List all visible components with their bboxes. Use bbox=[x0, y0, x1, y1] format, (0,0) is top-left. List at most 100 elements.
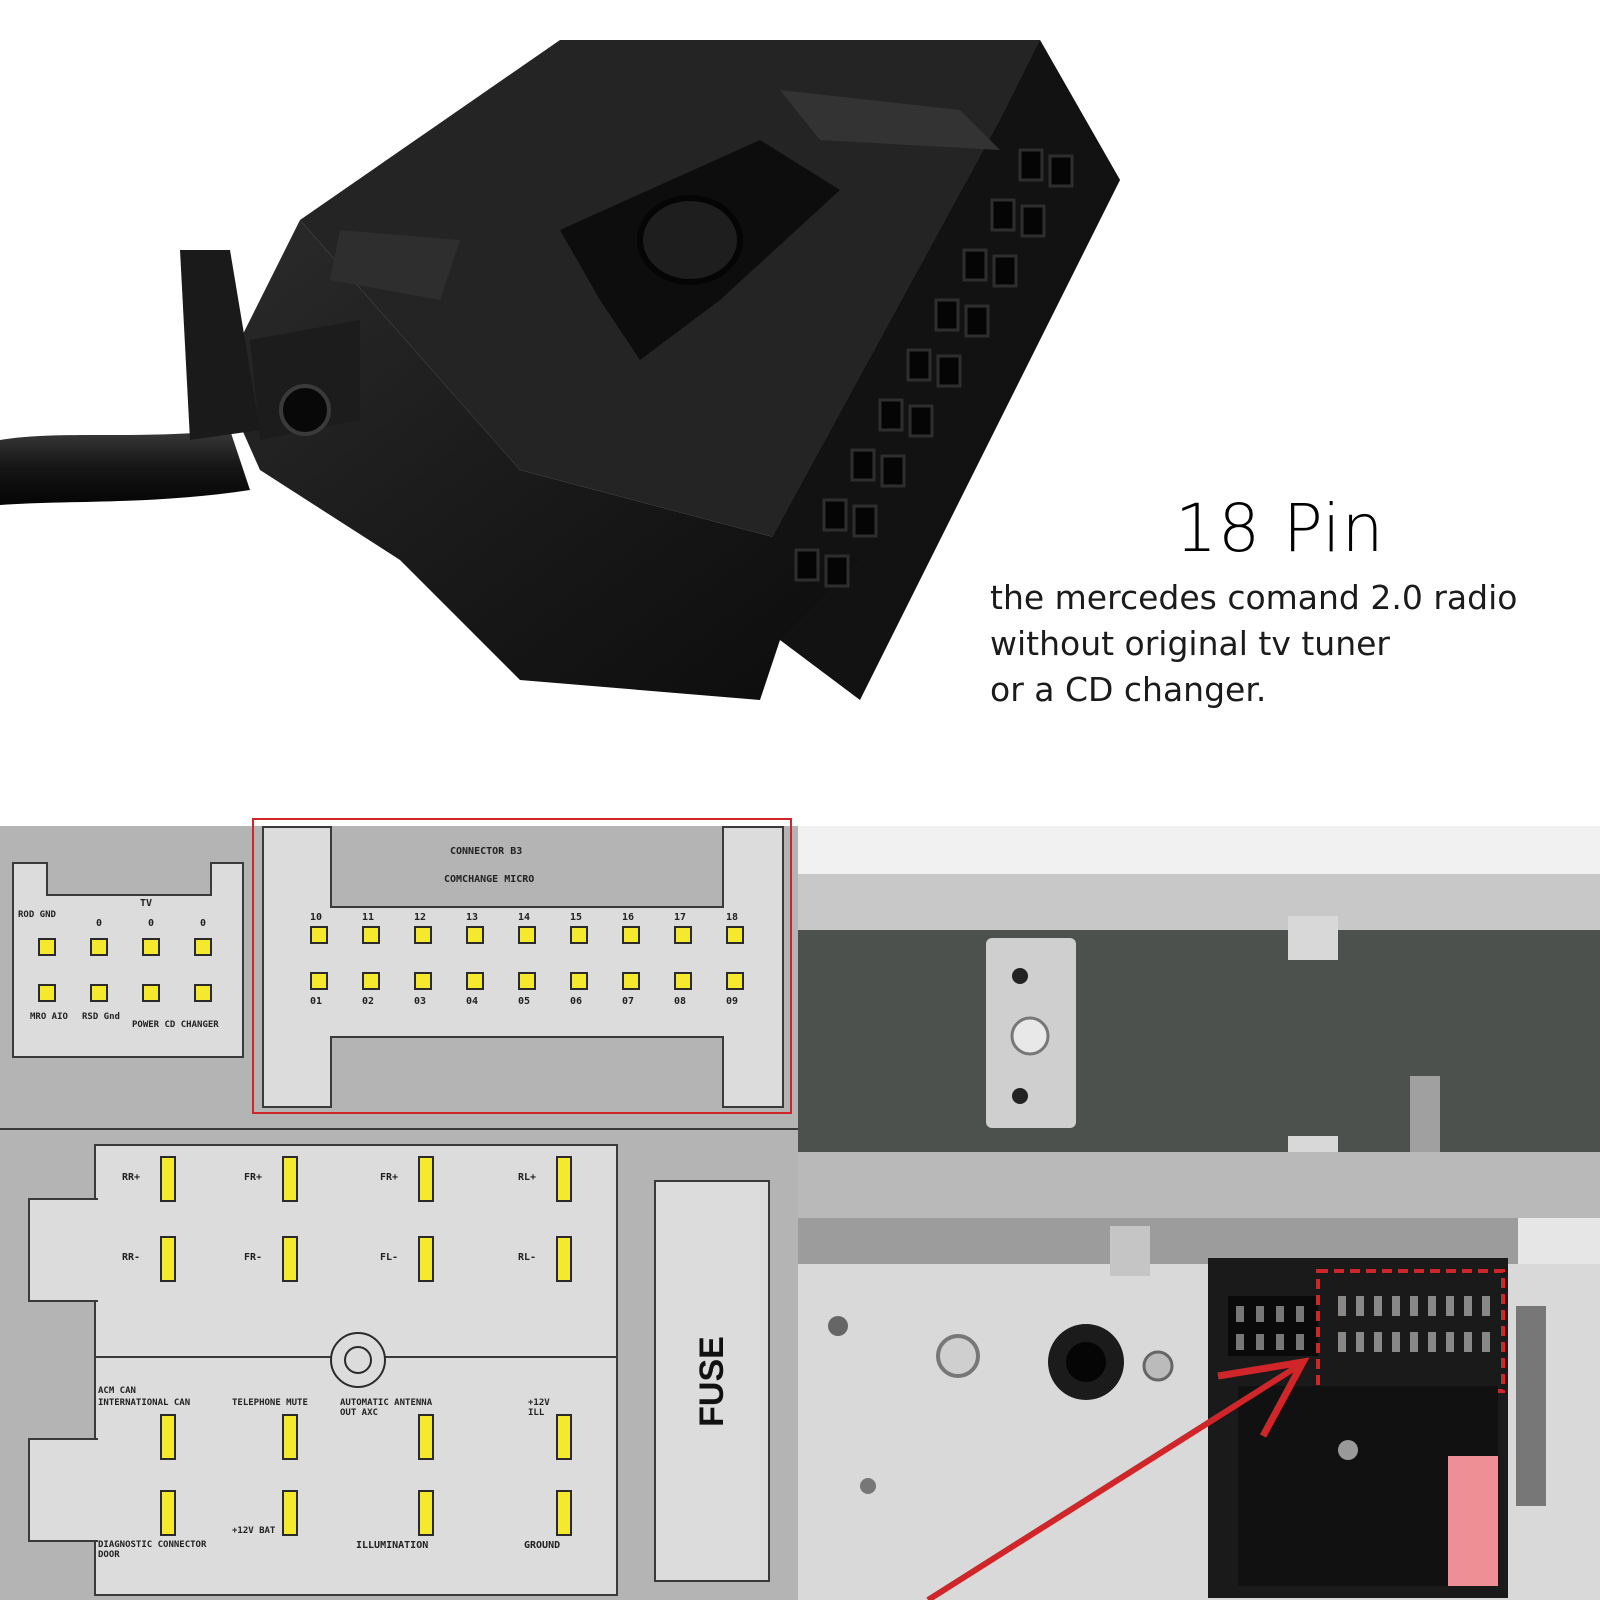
socket-pin bbox=[1276, 1306, 1284, 1322]
socket-pin bbox=[1410, 1296, 1418, 1316]
pin bbox=[518, 926, 536, 944]
pin bbox=[418, 1490, 434, 1536]
pin bbox=[160, 1414, 176, 1460]
connector-header-1: CONNECTOR B3 bbox=[450, 846, 523, 857]
pin bbox=[38, 938, 56, 956]
rod-gnd-label: ROD GND bbox=[18, 910, 56, 920]
pin bbox=[570, 972, 588, 990]
iso-connector-block bbox=[94, 1144, 618, 1596]
pin-number-label: 09 bbox=[726, 996, 739, 1007]
pin bbox=[726, 972, 744, 990]
pin bbox=[726, 926, 744, 944]
pin-hole bbox=[824, 554, 850, 588]
highlight-18pin-frame bbox=[252, 818, 792, 1114]
pin bbox=[556, 1156, 572, 1202]
pin bbox=[90, 938, 108, 956]
socket-pin bbox=[1446, 1296, 1454, 1316]
pin bbox=[362, 972, 380, 990]
speaker-pin-label: FR+ bbox=[244, 1172, 263, 1183]
socket-pin bbox=[1464, 1332, 1472, 1352]
pin-hole bbox=[1048, 154, 1074, 188]
cable bbox=[0, 430, 250, 505]
socket-pin bbox=[1338, 1296, 1346, 1316]
pin bbox=[310, 972, 328, 990]
description-line-3: or a CD changer. bbox=[990, 670, 1267, 709]
pin-hole bbox=[936, 354, 962, 388]
pin bbox=[194, 938, 212, 956]
pin-number-label: 02 bbox=[362, 996, 375, 1007]
pin bbox=[194, 984, 212, 1002]
socket-pin bbox=[1356, 1332, 1364, 1352]
speaker-pin-label: FL- bbox=[380, 1252, 399, 1263]
speaker-pin-label: RL- bbox=[518, 1252, 537, 1263]
pin-hole bbox=[880, 454, 906, 488]
socket-pin bbox=[1356, 1296, 1364, 1316]
pin-number-label: 13 bbox=[466, 912, 479, 923]
pin bbox=[282, 1236, 298, 1282]
pin bbox=[90, 984, 108, 1002]
pin-hole bbox=[852, 504, 878, 538]
socket-pin bbox=[1482, 1296, 1490, 1316]
connector-side-face bbox=[220, 220, 860, 700]
speaker-pin-label: FR+ bbox=[380, 1172, 399, 1183]
pin bbox=[160, 1490, 176, 1536]
pin bbox=[282, 1156, 298, 1202]
socket-pin bbox=[1256, 1334, 1264, 1350]
pin bbox=[414, 972, 432, 990]
pin-hole bbox=[822, 498, 848, 532]
divider bbox=[0, 1128, 798, 1130]
socket-pin bbox=[1256, 1306, 1264, 1322]
socket-pin bbox=[1374, 1332, 1382, 1352]
pin bbox=[414, 926, 432, 944]
pin-number-label: 03 bbox=[414, 996, 427, 1007]
pin-number-label: 11 bbox=[362, 912, 375, 923]
connector-photo: 18 Pin the mercedes comand 2.0 radio wit… bbox=[0, 0, 1600, 800]
socket-pin bbox=[1236, 1306, 1244, 1322]
radio-illustration bbox=[798, 826, 1600, 1603]
pin-hole bbox=[794, 548, 820, 582]
pin-count-title: 18 Pin bbox=[1175, 490, 1385, 567]
pin-hole bbox=[908, 404, 934, 438]
pin-number-label: 08 bbox=[674, 996, 687, 1007]
fuse-block bbox=[654, 1180, 770, 1582]
socket-pin bbox=[1446, 1332, 1454, 1352]
pin bbox=[310, 926, 328, 944]
socket-pin bbox=[1338, 1332, 1346, 1352]
socket-pin bbox=[1276, 1334, 1284, 1350]
socket-pin bbox=[1464, 1296, 1472, 1316]
pin bbox=[418, 1236, 434, 1282]
pin-hole bbox=[1018, 148, 1044, 182]
pin bbox=[622, 926, 640, 944]
pin bbox=[38, 984, 56, 1002]
speaker-pin-label: RR- bbox=[122, 1252, 141, 1263]
connector-header-2: COMCHANGE MICRO bbox=[444, 874, 535, 885]
pin bbox=[142, 984, 160, 1002]
pin-hole bbox=[906, 348, 932, 382]
pin-number-label: 15 bbox=[570, 912, 583, 923]
pin-number-label: 05 bbox=[518, 996, 531, 1007]
description-line-1: the mercedes comand 2.0 radio bbox=[990, 578, 1518, 617]
pin-number-label: 07 bbox=[622, 996, 635, 1007]
pin-number-label: 12 bbox=[414, 912, 427, 923]
pin-number-label: 18 bbox=[726, 912, 739, 923]
socket-pin bbox=[1428, 1332, 1436, 1352]
pin-hole bbox=[850, 448, 876, 482]
speaker-pin-label: FR- bbox=[244, 1252, 263, 1263]
pin bbox=[622, 972, 640, 990]
pin-holes bbox=[794, 148, 1074, 588]
pin bbox=[160, 1236, 176, 1282]
connector-illustration bbox=[0, 40, 1120, 700]
pin-hole bbox=[878, 398, 904, 432]
pin bbox=[466, 972, 484, 990]
radio-rear-photo bbox=[798, 826, 1600, 1603]
pin-hole bbox=[1020, 204, 1046, 238]
fuse-label: FUSE bbox=[692, 1335, 731, 1427]
pin-hole bbox=[964, 304, 990, 338]
pin bbox=[418, 1414, 434, 1460]
pin-number-label: 14 bbox=[518, 912, 531, 923]
pin-hole bbox=[992, 254, 1018, 288]
description-line-2: without original tv tuner bbox=[990, 624, 1390, 663]
pin-number-label: 04 bbox=[466, 996, 479, 1007]
pin-hole bbox=[962, 248, 988, 282]
pin-number-label: 01 bbox=[310, 996, 323, 1007]
